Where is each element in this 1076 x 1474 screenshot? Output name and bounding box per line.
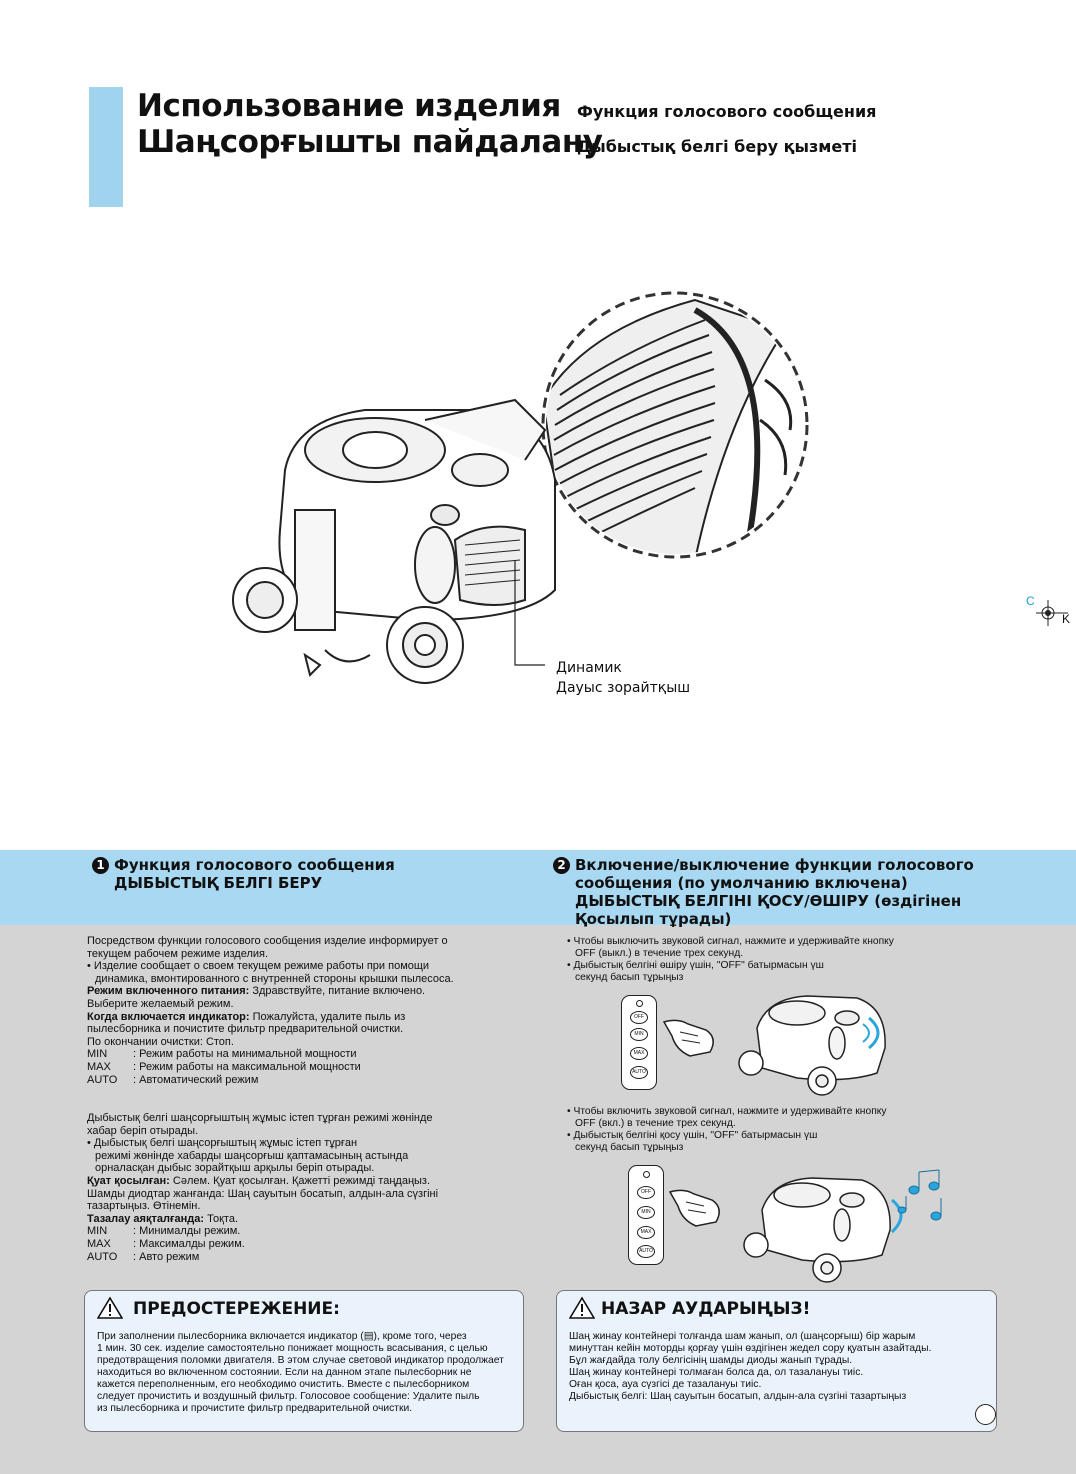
section1-kk-text: Дыбыстық белгі шаңсорғыштың жұмыс істеп … bbox=[87, 1112, 439, 1263]
remote-off-button[interactable]: OFF bbox=[637, 1186, 655, 1199]
warning-box: ПРЕДОСТЕРЕЖЕНИЕ: При заполнении пылесбор… bbox=[84, 1290, 524, 1432]
music-note-icon bbox=[897, 1169, 942, 1221]
attention-title: НАЗАР АУДАРЫҢЫЗ! bbox=[601, 1299, 811, 1319]
section1-title-ru: Функция голосового сообщения bbox=[114, 856, 395, 874]
section2-number: 2 bbox=[553, 857, 570, 874]
page-title-kk: Шаңсорғышты пайдалану bbox=[137, 124, 603, 160]
crosshair-icon bbox=[1036, 600, 1068, 626]
pressing-hand-icon bbox=[662, 1019, 714, 1057]
remote-auto-button[interactable]: AUTO bbox=[637, 1245, 655, 1258]
remote-max-button[interactable]: MAX bbox=[630, 1047, 648, 1060]
header-accent-bar bbox=[89, 87, 123, 207]
voice-on-instructions: • Чтобы включить звуковой сигнал, нажмит… bbox=[567, 1106, 887, 1153]
attention-box: НАЗАР АУДАРЫҢЫЗ! Шаң жинау контейнері то… bbox=[556, 1290, 997, 1432]
page-number-circle bbox=[975, 1404, 996, 1425]
warning-triangle-icon bbox=[568, 1296, 596, 1325]
remote-min-button[interactable]: MIN bbox=[637, 1206, 655, 1219]
indicator-light bbox=[636, 1000, 643, 1007]
vacuum-cleaner-figure bbox=[232, 291, 809, 684]
page-subtitle-ru: Функция голосового сообщения bbox=[577, 102, 877, 121]
speaker-label-ru: Динамик bbox=[556, 660, 622, 676]
reg-c-label: C bbox=[1026, 594, 1035, 608]
warning-triangle-icon bbox=[96, 1296, 124, 1325]
remote-off-button[interactable]: OFF bbox=[630, 1011, 648, 1024]
vacuum-body bbox=[232, 398, 556, 684]
remote-control-on: OFF MIN MAX AUTO bbox=[628, 1165, 664, 1265]
section1-title: 1 Функция голосового сообщения ДЫБЫСТЫҚ Б… bbox=[92, 856, 395, 892]
attention-text: Шаң жинау контейнері толғанда шам жанып,… bbox=[569, 1331, 932, 1402]
remote-auto-button[interactable]: AUTO bbox=[630, 1066, 648, 1079]
vacuum-small-off bbox=[738, 995, 886, 1096]
warning-title: ПРЕДОСТЕРЕЖЕНИЕ: bbox=[133, 1299, 340, 1319]
vacuum-small-on bbox=[743, 1169, 942, 1283]
voice-off-instructions: • Чтобы выключить звуковой сигнал, нажми… bbox=[567, 936, 894, 983]
speaker-label-kk: Дауыс зорайтқыш bbox=[556, 680, 691, 696]
page-subtitle-kk: Дыбыстық белгі беру қызметі bbox=[577, 137, 857, 156]
speaker-zoom-detail bbox=[541, 291, 809, 559]
section1-number: 1 bbox=[92, 857, 109, 874]
remote-max-button[interactable]: MAX bbox=[637, 1226, 655, 1239]
warning-text: При заполнении пылесборника включается и… bbox=[97, 1331, 504, 1414]
section-header-band bbox=[0, 850, 1076, 925]
indicator-light bbox=[643, 1171, 650, 1178]
remote-control-off: OFF MIN MAX AUTO bbox=[621, 995, 657, 1090]
page-title-ru: Использование изделия bbox=[137, 88, 561, 124]
remote-min-button[interactable]: MIN bbox=[630, 1028, 648, 1041]
section1-title-kk: ДЫБЫСТЫҚ БЕЛГІ БЕРУ bbox=[114, 874, 323, 892]
section1-ru-text: Посредством функции голосового сообщения… bbox=[87, 935, 454, 1086]
registration-mark: C K bbox=[1026, 594, 1072, 628]
reg-k-label: K bbox=[1062, 612, 1071, 626]
pressing-hand-icon bbox=[668, 1189, 720, 1227]
